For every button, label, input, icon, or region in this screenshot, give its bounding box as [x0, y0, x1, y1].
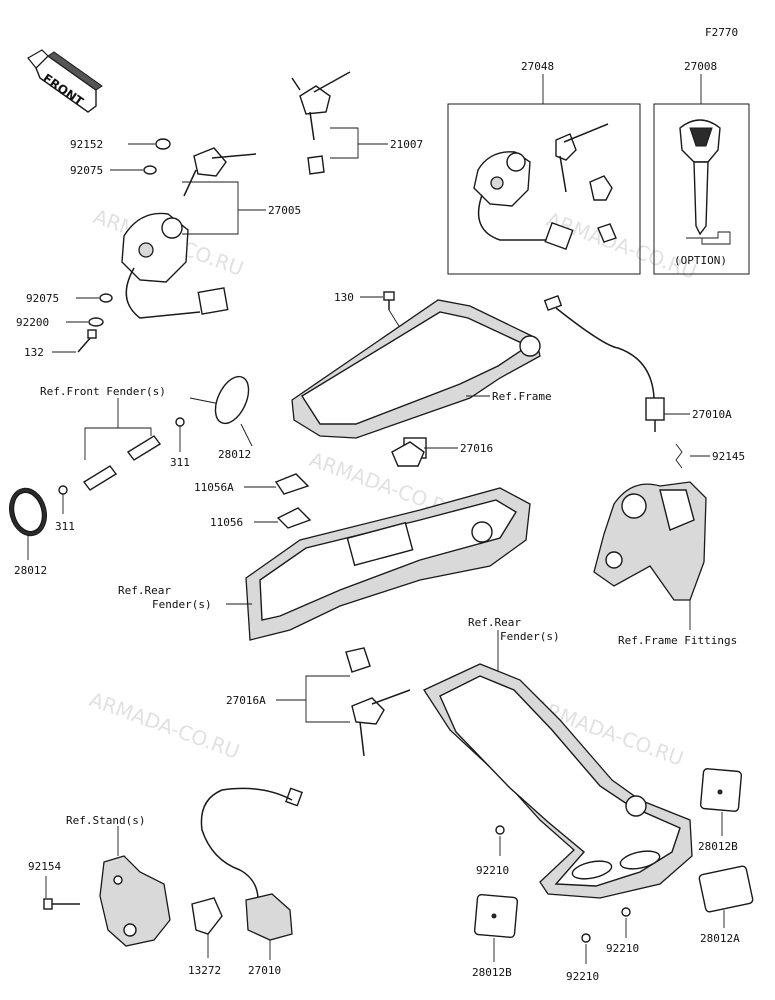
- label-92200: 92200: [16, 316, 49, 329]
- reflector-mount-right: [82, 435, 162, 491]
- switch-27010-drawing: [200, 787, 303, 941]
- frame-fittings-drawing: [593, 481, 707, 601]
- license-bracket-drawing: [423, 663, 693, 899]
- label-92075-top: 92075: [70, 164, 103, 177]
- label-11056A: 11056A: [194, 481, 234, 494]
- bolt-92154: [43, 898, 80, 910]
- bolt-130: [383, 291, 395, 310]
- frame-drawing: [291, 299, 541, 459]
- label-ref-rear-fender-2a: Ref.Rear: [468, 616, 521, 629]
- label-11056: 11056: [210, 516, 243, 529]
- figure-code: F2770: [705, 26, 738, 39]
- nut-92210-a: [495, 825, 505, 835]
- plate-13272: [191, 897, 223, 935]
- label-28012A: 28012A: [700, 932, 740, 945]
- label-ref-rear-fender-1b: Fender(s): [152, 598, 212, 611]
- label-27010: 27010: [248, 964, 281, 977]
- bracket-11056: [276, 507, 312, 529]
- kit-box-27048: [447, 103, 641, 275]
- label-27008: 27008: [684, 60, 717, 73]
- label-92145: 92145: [712, 450, 745, 463]
- reflector-28012-right: [214, 375, 250, 425]
- key-set-21007-drawing: [291, 71, 351, 175]
- label-311-right: 311: [170, 456, 190, 469]
- reflector-28012B-right: [699, 768, 743, 812]
- label-option: (OPTION): [674, 254, 727, 267]
- label-92210-a: 92210: [476, 864, 509, 877]
- label-27048: 27048: [521, 60, 554, 73]
- nut-311-right: [175, 417, 185, 427]
- rear-fender-drawing: [245, 487, 531, 641]
- watermarks: ARMADA-CO.RU ARMADA-CO.RU ARMADA-CO.RU A…: [86, 204, 700, 771]
- watermark-4: ARMADA-CO.RU: [86, 687, 243, 764]
- label-92152: 92152: [70, 138, 103, 151]
- kit-box-27008: [653, 103, 750, 275]
- front-arrow-icon: FRONT: [27, 49, 103, 113]
- label-28012B-left: 28012B: [472, 966, 512, 979]
- label-ref-rear-fender-2b: Fender(s): [500, 630, 560, 643]
- ignition-switch-kit-drawing: [473, 123, 617, 251]
- label-ref-front-fender: Ref.Front Fender(s): [40, 385, 166, 398]
- label-130: 130: [334, 291, 354, 304]
- label-ref-stand: Ref.Stand(s): [66, 814, 145, 827]
- ignition-switch-27005-drawing: [121, 147, 257, 319]
- reflector-28012-left: [9, 487, 47, 537]
- stand-bracket-drawing: [99, 855, 171, 947]
- washer-92075-top: [143, 165, 157, 175]
- washer-92200: [88, 317, 104, 327]
- key-set-27016A-drawing: [351, 689, 411, 757]
- label-21007: 21007: [390, 138, 423, 151]
- bolt-132: [77, 329, 97, 353]
- label-92154: 92154: [28, 860, 61, 873]
- washer-92075-bottom: [99, 293, 113, 303]
- label-92210-b: 92210: [606, 942, 639, 955]
- label-28012-right: 28012: [218, 448, 251, 461]
- spring-92145: [675, 443, 683, 469]
- label-ref-frame: Ref.Frame: [492, 390, 552, 403]
- bracket-11056A: [274, 473, 310, 495]
- label-ref-frame-fittings: Ref.Frame Fittings: [618, 634, 737, 647]
- nut-92210-b: [621, 907, 631, 917]
- label-92075-bottom: 92075: [26, 292, 59, 305]
- label-27016A: 27016A: [226, 694, 266, 707]
- cable-27010A-drawing: [543, 295, 665, 432]
- label-28012B-right: 28012B: [698, 840, 738, 853]
- label-27010A: 27010A: [692, 408, 732, 421]
- label-132: 132: [24, 346, 44, 359]
- label-92210-c: 92210: [566, 970, 599, 983]
- label-27005: 27005: [268, 204, 301, 217]
- reflector-28012B-left: [473, 893, 519, 939]
- label-28012-left: 28012: [14, 564, 47, 577]
- label-27016: 27016: [460, 442, 493, 455]
- nut-311-left: [58, 485, 68, 495]
- reflector-28012A: [698, 865, 754, 913]
- label-311-left: 311: [55, 520, 75, 533]
- bracket-27016A: [345, 647, 371, 673]
- bracket-27016: [391, 441, 425, 467]
- label-13272: 13272: [188, 964, 221, 977]
- label-ref-rear-fender-1a: Ref.Rear: [118, 584, 171, 597]
- nut-92210-c: [581, 933, 591, 943]
- washer-92152: [155, 138, 171, 150]
- key-blank-drawing: [679, 119, 731, 245]
